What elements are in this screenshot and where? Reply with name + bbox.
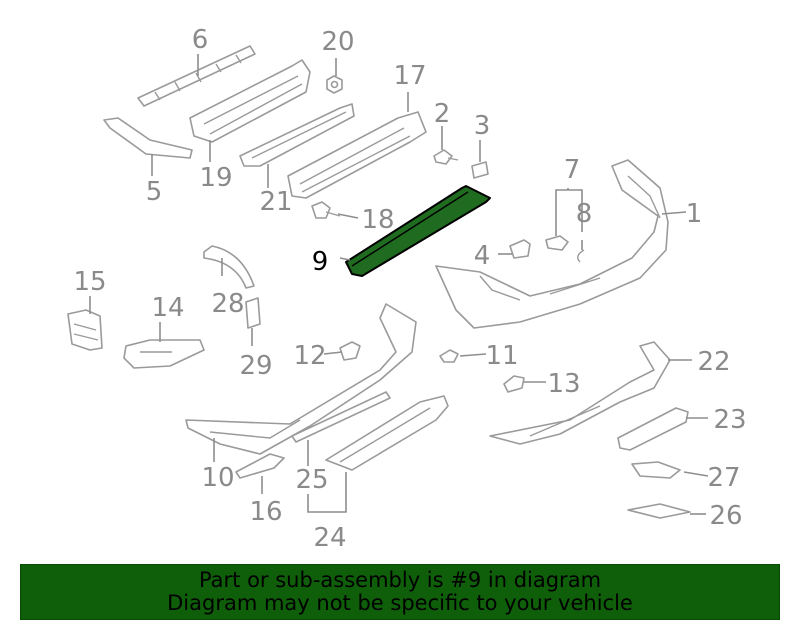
callout-20: 20 bbox=[321, 27, 354, 57]
callout-21: 21 bbox=[259, 187, 292, 217]
part-12[interactable] bbox=[339, 341, 361, 361]
part-27[interactable] bbox=[631, 461, 681, 479]
part-3[interactable] bbox=[471, 161, 489, 179]
leader-lines bbox=[89, 54, 709, 515]
parts-diagram: 6 20 17 2 3 7 8 1 5 19 21 18 9 4 15 14 2… bbox=[67, 25, 747, 553]
part-28[interactable] bbox=[203, 245, 255, 289]
part-14[interactable] bbox=[123, 339, 205, 369]
banner-line-2: Diagram may not be specific to your vehi… bbox=[167, 591, 633, 615]
banner-line-1: Part or sub-assembly is #9 in diagram bbox=[198, 568, 602, 592]
callout-5: 5 bbox=[146, 177, 163, 207]
callout-28: 28 bbox=[211, 289, 244, 319]
callout-22: 22 bbox=[697, 347, 730, 377]
callout-15: 15 bbox=[73, 267, 106, 297]
callout-4: 4 bbox=[474, 241, 491, 271]
part-26[interactable] bbox=[627, 503, 691, 519]
part-13[interactable] bbox=[503, 375, 525, 393]
callout-23: 23 bbox=[713, 405, 746, 435]
callout-3: 3 bbox=[474, 111, 491, 141]
part-18[interactable] bbox=[311, 201, 341, 219]
part-9-highlighted[interactable] bbox=[345, 185, 491, 277]
callout-16: 16 bbox=[249, 497, 282, 527]
callout-17: 17 bbox=[393, 61, 426, 91]
part-15[interactable] bbox=[67, 309, 103, 351]
part-1[interactable] bbox=[435, 159, 669, 329]
part-24-guide[interactable] bbox=[325, 395, 449, 471]
callout-labels: 6 20 17 2 3 7 8 1 5 19 21 18 9 4 15 14 2… bbox=[73, 25, 746, 553]
part-10[interactable] bbox=[185, 303, 417, 455]
callout-11: 11 bbox=[485, 341, 518, 371]
callout-10: 10 bbox=[201, 463, 234, 493]
part-11[interactable] bbox=[439, 349, 459, 363]
callout-14: 14 bbox=[151, 293, 184, 323]
part-25[interactable] bbox=[291, 391, 391, 443]
callout-25: 25 bbox=[295, 465, 328, 495]
part-17[interactable] bbox=[287, 111, 427, 199]
callout-18: 18 bbox=[361, 205, 394, 235]
callout-26: 26 bbox=[709, 501, 742, 531]
part-2[interactable] bbox=[433, 149, 459, 165]
callout-6: 6 bbox=[192, 25, 209, 55]
part-20[interactable] bbox=[326, 75, 343, 94]
part-7[interactable] bbox=[545, 235, 569, 251]
part-29[interactable] bbox=[245, 297, 261, 329]
part-6[interactable] bbox=[137, 45, 256, 107]
callout-29: 29 bbox=[239, 351, 272, 381]
part-23[interactable] bbox=[617, 407, 689, 451]
part-22[interactable] bbox=[489, 341, 671, 445]
callout-7: 7 bbox=[564, 155, 581, 185]
callout-2: 2 bbox=[434, 99, 451, 129]
callout-13: 13 bbox=[547, 369, 580, 399]
part-21[interactable] bbox=[239, 103, 355, 167]
part-16[interactable] bbox=[235, 453, 285, 479]
part-8[interactable] bbox=[577, 249, 585, 263]
callout-24: 24 bbox=[313, 523, 346, 553]
callout-19: 19 bbox=[199, 163, 232, 193]
callout-1: 1 bbox=[686, 199, 703, 229]
part-19[interactable] bbox=[189, 59, 311, 143]
part-5[interactable] bbox=[103, 117, 193, 159]
callout-8: 8 bbox=[576, 199, 593, 229]
callout-12: 12 bbox=[293, 341, 326, 371]
callout-9: 9 bbox=[312, 247, 329, 277]
part-4[interactable] bbox=[509, 239, 531, 259]
callout-27: 27 bbox=[707, 463, 740, 493]
info-banner: Part or sub-assembly is #9 in diagram Di… bbox=[20, 564, 780, 620]
